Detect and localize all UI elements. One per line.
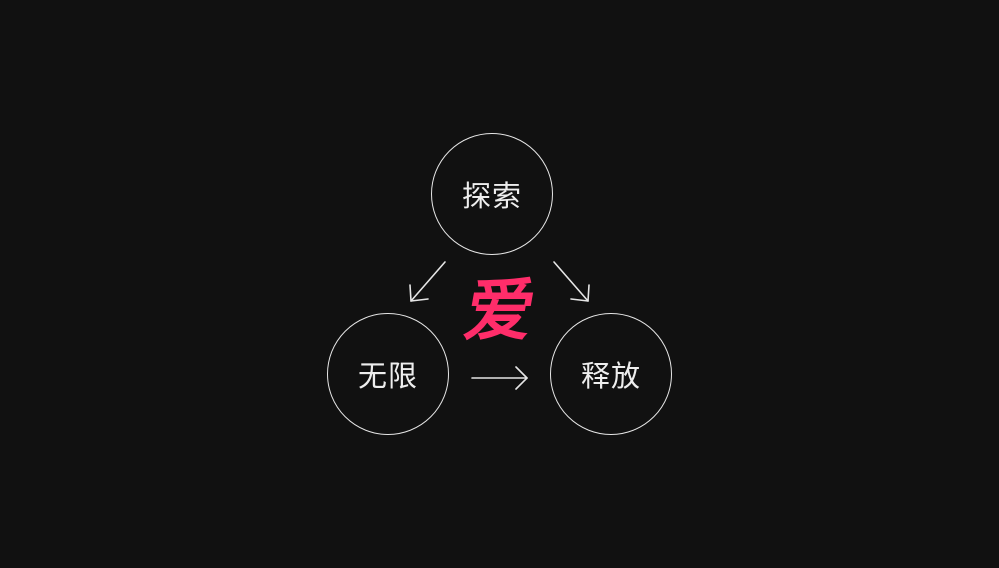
node-infinite: 无限	[327, 313, 449, 435]
arrow-top-to-left	[409, 261, 446, 302]
center-love-word: 爱	[459, 272, 542, 351]
arrow-top-to-right	[553, 261, 590, 302]
node-release: 释放	[550, 313, 672, 435]
node-infinite-label: 无限	[357, 359, 418, 393]
node-explore-label: 探索	[461, 179, 522, 213]
node-explore: 探索	[431, 133, 553, 255]
arrow-left-to-right	[471, 366, 528, 390]
node-release-label: 释放	[580, 359, 641, 393]
